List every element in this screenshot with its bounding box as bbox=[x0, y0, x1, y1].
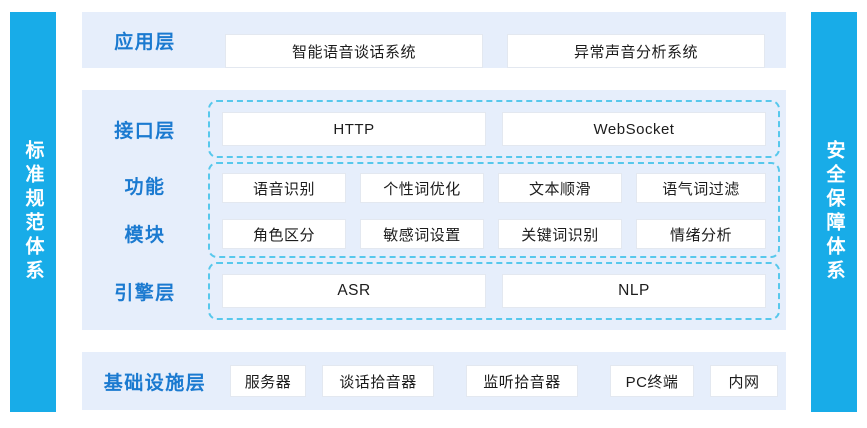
infrastructure-item-box[interactable]: 服务器 bbox=[230, 365, 306, 397]
interface-layer-label: 接口层 bbox=[114, 120, 176, 142]
interface-item-box[interactable]: WebSocket bbox=[502, 112, 766, 146]
function-item-box[interactable]: 敏感词设置 bbox=[360, 219, 484, 249]
infrastructure-layer-panel: 基础设施层 服务器 谈话拾音器 监听拾音器 PC终端 内网 bbox=[82, 352, 786, 410]
interface-layer-label-slot: 接口层 bbox=[82, 100, 208, 158]
function-item-box[interactable]: 关键词识别 bbox=[498, 219, 622, 249]
function-item-box[interactable]: 文本顺滑 bbox=[498, 173, 622, 203]
infrastructure-layer-label: 基础设施层 bbox=[103, 372, 207, 394]
interface-layer-group: HTTP WebSocket bbox=[208, 100, 780, 158]
infrastructure-item-box[interactable]: 谈话拾音器 bbox=[322, 365, 434, 397]
app-item-box[interactable]: 智能语音谈话系统 bbox=[225, 34, 483, 68]
function-item-box[interactable]: 个性词优化 bbox=[360, 173, 484, 203]
function-item-box[interactable]: 语音识别 bbox=[222, 173, 346, 203]
function-module-label-slot-1: 功能 bbox=[82, 164, 208, 206]
engine-item-box[interactable]: ASR bbox=[222, 274, 486, 308]
core-layers-panel: 接口层 功能 模块 引擎层 HTTP WebSocket 语音识别 个性词优化 … bbox=[82, 90, 786, 330]
app-item-box[interactable]: 异常声音分析系统 bbox=[507, 34, 765, 68]
engine-layer-group: ASR NLP bbox=[208, 262, 780, 320]
function-module-group: 语音识别 个性词优化 文本顺滑 语气词过滤 角色区分 敏感词设置 关键词识别 情… bbox=[208, 162, 780, 258]
engine-item-box[interactable]: NLP bbox=[502, 274, 766, 308]
function-module-label-line1: 功能 bbox=[124, 176, 166, 198]
application-layer-label: 应用层 bbox=[114, 31, 176, 53]
infrastructure-item-box[interactable]: PC终端 bbox=[610, 365, 694, 397]
pillar-security-system: 安全保障体系 bbox=[811, 12, 857, 412]
function-item-box[interactable]: 角色区分 bbox=[222, 219, 346, 249]
function-item-box[interactable]: 情绪分析 bbox=[636, 219, 766, 249]
function-item-box[interactable]: 语气词过滤 bbox=[636, 173, 766, 203]
pillar-standard-system: 标准规范体系 bbox=[10, 12, 56, 412]
function-module-label-line2: 模块 bbox=[124, 224, 166, 246]
function-module-label-slot-2: 模块 bbox=[82, 212, 208, 254]
application-layer-label-slot: 应用层 bbox=[82, 12, 208, 68]
application-layer-panel: 应用层 智能语音谈话系统 异常声音分析系统 bbox=[82, 12, 786, 68]
infrastructure-layer-label-slot: 基础设施层 bbox=[82, 352, 228, 410]
infrastructure-item-box[interactable]: 内网 bbox=[710, 365, 778, 397]
interface-item-box[interactable]: HTTP bbox=[222, 112, 486, 146]
pillar-right-label: 安全保障体系 bbox=[823, 140, 845, 284]
engine-layer-label: 引擎层 bbox=[114, 282, 176, 304]
pillar-left-label: 标准规范体系 bbox=[22, 140, 44, 284]
infrastructure-item-box[interactable]: 监听拾音器 bbox=[466, 365, 578, 397]
engine-layer-label-slot: 引擎层 bbox=[82, 262, 208, 320]
